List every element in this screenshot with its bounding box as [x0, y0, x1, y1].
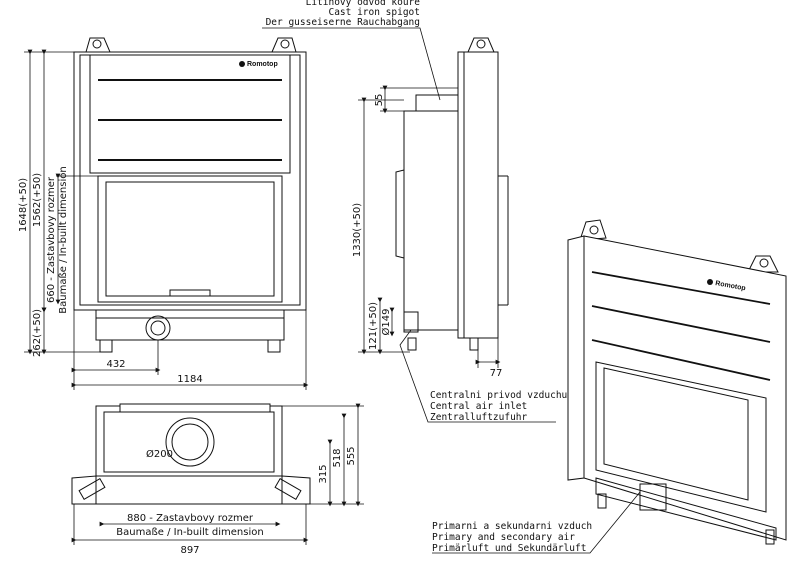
dim-height-inner: 1562(+50) [32, 173, 43, 227]
dim-base-height: 262(+50) [32, 309, 43, 357]
perspective-view [567, 219, 787, 545]
air-inlet-circle [145, 315, 171, 341]
callout-air-en: Central air inlet [430, 401, 527, 412]
callout-flue-de: Der gusseiserne Rauchabgang [266, 17, 420, 28]
dim-side-height: 1330(+50) [352, 203, 363, 257]
stove-body [73, 51, 307, 311]
callout-flue-cz: Litinový odvod kouře [306, 0, 421, 8]
dim-height-total: 1648(+50) [18, 178, 29, 232]
lifting-lug-left [85, 37, 111, 53]
side-view [395, 37, 509, 351]
callout-air-inlet: Centralni privod vzduchu Central air inl… [399, 329, 567, 423]
dim-width-total: 1184 [177, 374, 202, 385]
glass-door [97, 175, 283, 303]
dim-built-in-height: 660 - Zastavbovy rozmer [46, 176, 57, 303]
persp-front [583, 235, 787, 541]
base-frame [95, 309, 285, 341]
dim-built-in-height-2: Baumaße / In-built dimension [58, 166, 69, 313]
dim-air-height: 121(+50) [368, 302, 379, 350]
dim-built-in-width: 880 - Zastavbovy rozmer [127, 513, 254, 524]
hood-panel [89, 54, 291, 174]
front-view [73, 37, 307, 353]
callout-ps-de: Primärluft und Sekundärluft [432, 543, 586, 554]
callout-flue: Litinový odvod kouře Cast iron spigot De… [262, 0, 441, 101]
persp-air-box [639, 483, 667, 511]
callout-primary-secondary: Primarni a sekundarni vzduch Primary and… [432, 491, 641, 554]
plan-view [71, 403, 311, 505]
dim-spigot: 55 [374, 94, 385, 107]
dim-depth-315: 315 [318, 464, 329, 483]
dim-width-897: 897 [180, 545, 199, 556]
dim-depth-small: 77 [490, 368, 503, 379]
dim-flue-diameter: Ø200 [146, 448, 173, 460]
callout-ps-en: Primary and secondary air [432, 532, 575, 543]
callout-air-cz: Centralni privod vzduchu [430, 390, 567, 401]
dim-built-in-width-2: Baumaße / In-built dimension [116, 527, 263, 538]
brand-logo-front: Romotop [239, 61, 278, 68]
dim-air-diameter: Ø149 [380, 309, 392, 336]
brand-label: Romotop [247, 61, 278, 68]
callout-ps-cz: Primarni a sekundarni vzduch [432, 521, 592, 532]
lifting-lug-right [271, 37, 297, 53]
flue-circle [165, 417, 215, 467]
dim-width-partial: 432 [106, 359, 125, 370]
lifting-lug-side [467, 37, 495, 53]
persp-glass [595, 361, 767, 513]
dim-depth-555: 555 [346, 446, 357, 465]
callout-air-de: Zentralluftzufuhr [430, 412, 528, 423]
callout-flue-en: Cast iron spigot [328, 7, 420, 18]
air-inlet-side [403, 311, 419, 333]
flue-spigot [415, 94, 459, 112]
dim-depth-518: 518 [332, 448, 343, 467]
